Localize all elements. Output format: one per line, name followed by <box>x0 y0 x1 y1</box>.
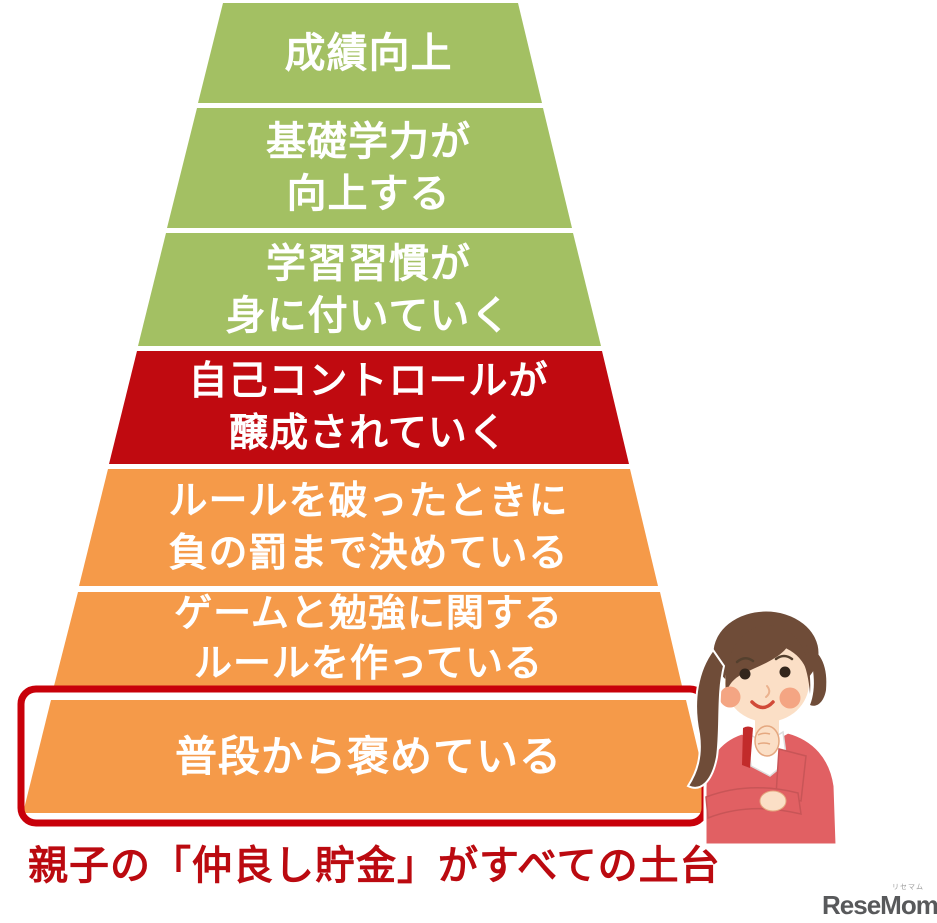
woman-left-eye <box>739 668 751 680</box>
pyramid-layer-7-shape <box>23 700 713 813</box>
pyramid-layer-1-shape <box>198 3 542 103</box>
woman-raised-sleeve <box>775 748 807 802</box>
pyramid-layer-4-shape <box>109 351 629 464</box>
pyramid-layer-2-shape <box>167 108 572 228</box>
resemom-logo-ruby: リセマム <box>892 884 924 891</box>
woman-right-eyebrow <box>774 654 794 661</box>
pyramid-layer-5-shape <box>79 469 658 586</box>
resemom-logo-wordmark: ReseMom. <box>822 890 937 920</box>
woman-hair-wing <box>806 645 827 706</box>
woman-right-eye <box>779 666 791 678</box>
woman-fist <box>754 725 780 757</box>
woman-mouth <box>750 700 775 710</box>
resemom-logo: リセマム ReseMom. <box>822 884 937 920</box>
pyramid-layer-3-shape <box>138 233 601 346</box>
foundation-caption: 親子の「仲良し貯金」がすべての土台 <box>28 844 721 888</box>
thinking-woman-illustration <box>686 608 839 847</box>
woman-left-eyebrow <box>735 657 755 664</box>
woman-right-blush <box>779 687 801 709</box>
woman-hand <box>759 790 787 812</box>
woman-fist-fingers <box>757 732 771 745</box>
woman-ribbon <box>742 726 753 768</box>
woman-nose <box>765 685 771 698</box>
woman-hair-fringe <box>725 625 811 694</box>
woman-left-blush <box>719 686 741 708</box>
woman-ponytail <box>686 648 726 789</box>
pyramid-layer-6-shape <box>54 592 682 686</box>
